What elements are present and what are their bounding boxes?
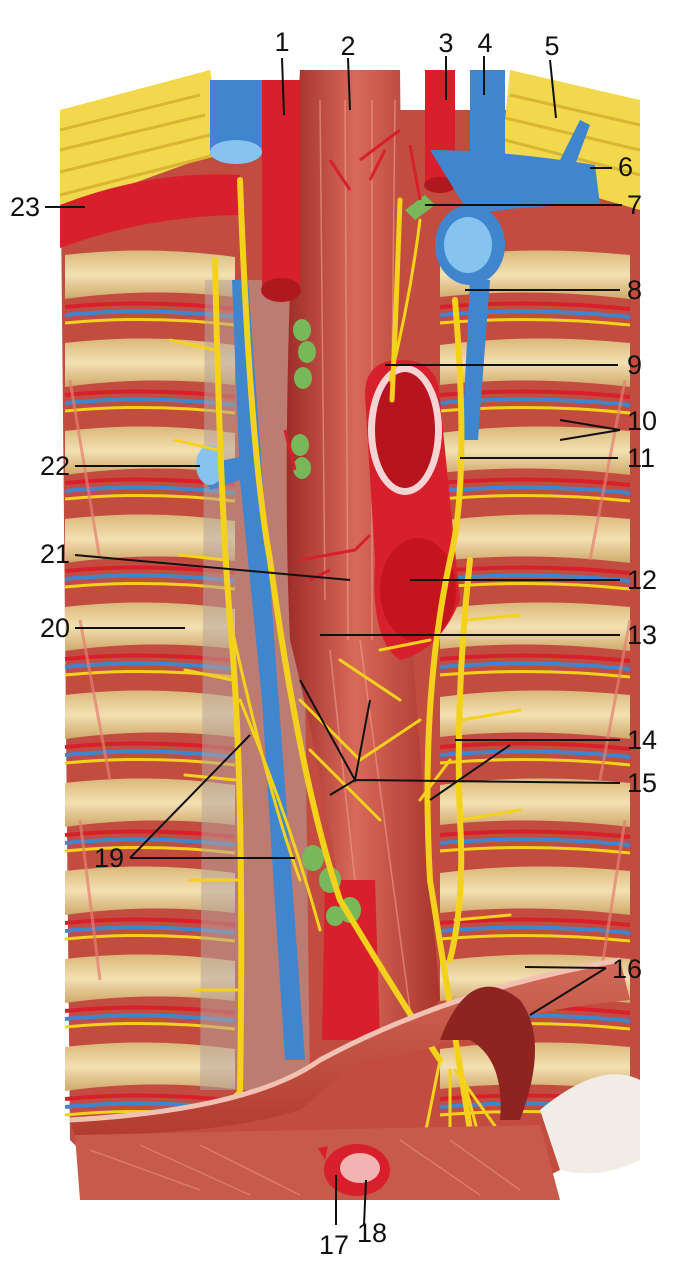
- left-subclavian-vein: [430, 150, 600, 215]
- cardiac-branches-right: [388, 218, 422, 382]
- intercostal-artery: [439, 301, 631, 311]
- label-20: 20: [40, 613, 70, 643]
- label-18: 18: [357, 1218, 387, 1248]
- sympathetic-trunk-right: [447, 557, 473, 963]
- right-subclavian-artery: [60, 174, 245, 248]
- abdominal-aorta-branch: [318, 1146, 328, 1160]
- rib-left: [65, 778, 235, 827]
- label-14: 14: [627, 725, 657, 755]
- abdominal-aorta-lumen: [340, 1153, 380, 1183]
- rib-left: [65, 690, 235, 739]
- label-23: 23: [10, 192, 40, 222]
- diaphragm-fibers: [89, 1139, 521, 1196]
- left-vagus-nerve: [237, 177, 443, 1063]
- rami-right: [453, 613, 522, 922]
- vein-branches-right: [560, 120, 590, 165]
- rib-left: [65, 602, 235, 651]
- rib-right: [440, 690, 630, 739]
- intercostal-vein: [439, 573, 631, 583]
- esophageal-hiatus: [440, 986, 535, 1120]
- rib-right: [440, 514, 630, 563]
- label-9: 9: [627, 350, 642, 380]
- label-17: 17: [319, 1230, 349, 1260]
- figure-labels: 1 2 3 4 5 6 7 8 9 10 11 12 13 14 15 16 1…: [10, 27, 657, 1260]
- intercostal-fibers-right: [588, 379, 632, 981]
- intercostal-nerve: [439, 493, 631, 503]
- diaphragm-right-dome: [540, 1074, 640, 1174]
- intercostal-artery: [439, 565, 631, 575]
- rib-right: [440, 866, 630, 915]
- label-8: 8: [627, 275, 642, 305]
- label-22: 22: [40, 451, 70, 481]
- rib-left: [65, 954, 235, 1003]
- diaphragm-crus: [75, 1125, 560, 1200]
- rib-left: [65, 250, 235, 299]
- azygos-vein-trunk: [232, 280, 305, 1060]
- brachiocephalic-trunk-lumen: [261, 278, 301, 302]
- rib-right: [440, 338, 630, 387]
- label-16: 16: [612, 954, 642, 984]
- rib-right: [440, 602, 630, 651]
- intercostal-fibers-left: [68, 379, 112, 981]
- intercostal-artery: [439, 917, 631, 927]
- intercostal-artery: [64, 1093, 236, 1103]
- label-21: 21: [40, 539, 70, 569]
- label-7: 7: [627, 190, 642, 220]
- diaphragm-edge: [69, 957, 621, 1123]
- label-6: 6: [618, 152, 633, 182]
- hemiazygos-accessory-vein: [462, 280, 490, 440]
- label-3: 3: [438, 28, 453, 58]
- esophagus: [286, 70, 440, 1040]
- brachiocephalic-trunk: [262, 80, 300, 290]
- left-carotid-lumen: [424, 177, 456, 193]
- rib-left: [65, 338, 235, 387]
- intercostal-nerve: [439, 317, 631, 327]
- label-4: 4: [477, 28, 492, 58]
- label-11: 11: [627, 443, 655, 473]
- aortic-lumen-inner: [375, 372, 435, 488]
- azygos-vein-lumen: [196, 445, 224, 485]
- esophagus-striations: [319, 99, 411, 1021]
- thoracic-duct-stump: [405, 195, 435, 220]
- label-15: 15: [627, 768, 657, 798]
- leader-lines: [45, 56, 622, 1226]
- rib-right: [440, 426, 630, 475]
- intercostal-vein: [439, 309, 631, 319]
- tendon-left: [59, 70, 225, 210]
- rib-left: [65, 1042, 235, 1091]
- label-12: 12: [627, 565, 657, 595]
- esophageal-arteries: [283, 128, 422, 582]
- vagal-fan: [418, 1058, 507, 1172]
- left-jugular-vein: [470, 70, 505, 165]
- brachiocephalic-vein-stump: [210, 80, 262, 155]
- right-vagus-nerve: [389, 197, 403, 403]
- rib-left: [65, 514, 235, 563]
- rib-left: [65, 426, 235, 475]
- left-brachiocephalic-lumen-inner: [444, 217, 492, 273]
- label-13: 13: [627, 620, 657, 650]
- label-5: 5: [544, 31, 559, 61]
- brachiocephalic-vein-lumen: [210, 140, 262, 164]
- label-10: 10: [627, 406, 657, 436]
- label-2: 2: [340, 31, 355, 61]
- intercostal-nerve: [439, 757, 631, 767]
- intercostal-vein: [439, 749, 631, 759]
- intercostal-nerve: [439, 581, 631, 591]
- rami-left: [168, 338, 242, 992]
- label-1: 1: [274, 27, 289, 57]
- label-19: 19: [94, 843, 124, 873]
